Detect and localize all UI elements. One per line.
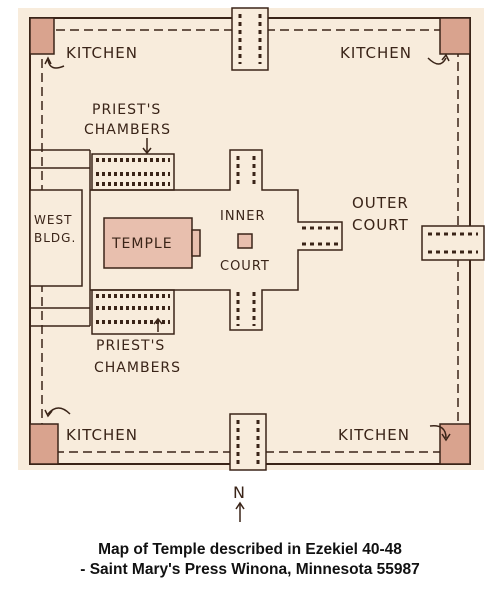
caption-line-1: Map of Temple described in Ezekiel 40-48 [98,541,402,558]
label-inner-court-line1: INNER [220,209,266,224]
label-kitchen-nw: KITCHEN [66,44,138,62]
east-outer-gate [421,225,485,261]
label-inner-court-line2: COURT [220,259,270,274]
label-priests-north-line1: PRIEST'S [92,102,161,118]
temple-porch [191,229,201,257]
label-outer-court-line2: COURT [352,216,409,234]
west-building [29,189,83,287]
arrow-icon-priests-north [142,138,152,155]
priests-chambers-south-block [91,289,175,335]
arrow-icon-priests-south [153,317,163,332]
north-arrow-icon [235,501,245,522]
label-priests-south-line2: CHAMBERS [94,360,181,376]
arrow-icon-kitchen-se [429,425,451,442]
priests-chambers-north-block [91,153,175,191]
arrow-icon-kitchen-sw [44,407,71,418]
label-priests-north-line2: CHAMBERS [84,122,171,138]
temple-map: KITCHEN KITCHEN KITCHEN KITCHEN PRIEST'S… [18,7,485,522]
label-outer-court-line1: OUTER [352,194,409,212]
label-kitchen-ne: KITCHEN [340,44,412,62]
figure-caption: Map of Temple described in Ezekiel 40-48… [0,540,500,580]
label-west-bldg-line2: BLDG. [34,231,76,245]
inner-gate-east [302,226,338,246]
label-kitchen-sw: KITCHEN [66,426,138,444]
kitchen-nw-block [29,17,55,55]
north-outer-gate [231,7,269,71]
arrow-icon-kitchen-nw [44,56,65,69]
label-temple: TEMPLE [111,236,173,252]
label-priests-south-line1: PRIEST'S [96,338,165,354]
temple-building [103,217,193,269]
caption-line-2: - Saint Mary's Press Winona, Minnesota 5… [80,561,420,578]
label-kitchen-se: KITCHEN [338,426,410,444]
label-west-bldg-line1: WEST [34,213,72,227]
kitchen-ne-block [439,17,471,55]
inner-gate-south [236,292,256,326]
altar [237,233,253,249]
arrow-icon-kitchen-ne [427,53,450,65]
label-north: N [233,483,246,502]
inner-court-outline [89,149,343,331]
kitchen-sw-block [29,423,59,465]
inner-gate-north [236,156,256,188]
south-outer-gate [229,413,267,471]
